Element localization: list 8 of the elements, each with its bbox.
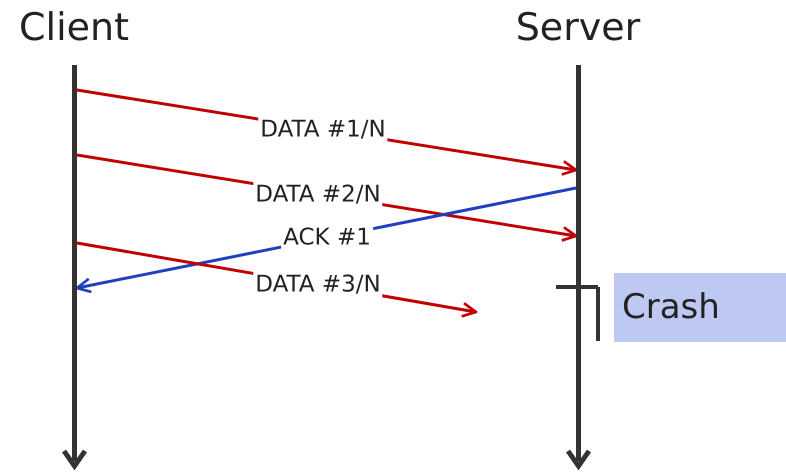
lifeline <box>576 65 581 461</box>
edge-label: DATA #3/N <box>253 270 383 300</box>
lifeline <box>72 65 77 461</box>
edge-label: DATA #1/N <box>258 116 388 144</box>
participant-label: Client <box>14 2 134 52</box>
status-box: Crash <box>614 273 786 342</box>
participant-label: Server <box>508 2 648 52</box>
edge-label: DATA #2/N <box>253 180 383 210</box>
